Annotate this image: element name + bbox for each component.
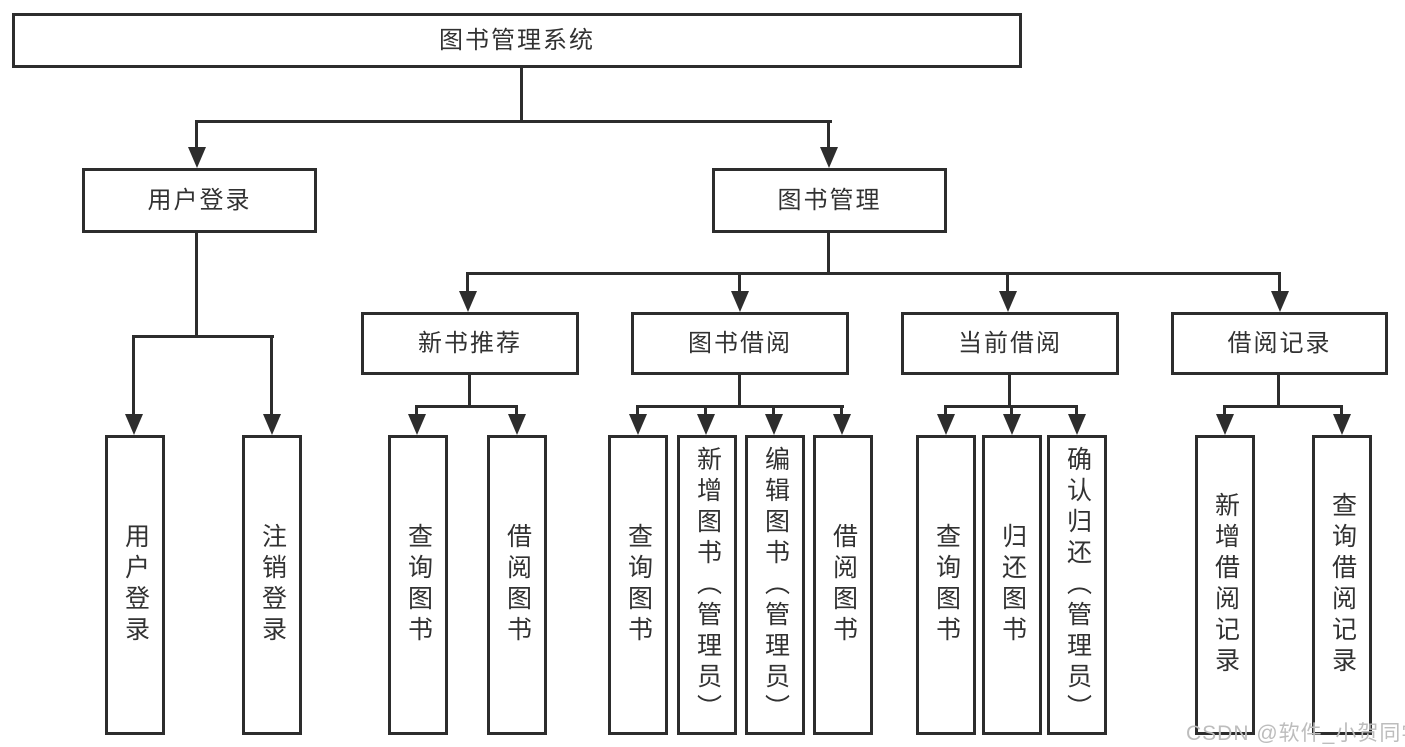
arrow-down-icon (1003, 414, 1021, 435)
connector-line (132, 335, 135, 417)
arrow-down-icon (999, 291, 1017, 312)
connector-line (738, 375, 741, 407)
node-label: 确认归还（管理员） (1063, 445, 1092, 725)
connector-line (1277, 375, 1280, 407)
node-label: 查询借阅记录 (1328, 492, 1357, 678)
arrow-down-icon (508, 414, 526, 435)
arrow-down-icon (697, 414, 715, 435)
node-label: 归还图书 (998, 523, 1027, 647)
node-label: 图书借阅 (688, 329, 792, 357)
connector-line (840, 405, 843, 419)
connector-line (1278, 272, 1281, 294)
arrow-down-icon (125, 414, 143, 435)
node-label: 注销登录 (258, 523, 287, 647)
arrow-down-icon (188, 147, 206, 168)
arrow-down-icon (731, 291, 749, 312)
connector-line (466, 272, 469, 294)
connector-line (415, 405, 418, 419)
connector-line (636, 405, 639, 419)
arrow-down-icon (765, 414, 783, 435)
connector-line (195, 233, 198, 338)
node-label: 编辑图书（管理员） (761, 445, 790, 725)
leaf-query-books: 查询图书 (916, 435, 976, 735)
node-book-management: 图书管理 (712, 168, 947, 233)
leaf-query-books: 查询图书 (608, 435, 668, 735)
node-label: 当前借阅 (958, 329, 1062, 357)
connector-line (1223, 405, 1343, 408)
arrow-down-icon (820, 147, 838, 168)
node-label: 图书管理 (777, 186, 882, 214)
leaf-return-books: 归还图书 (982, 435, 1042, 735)
connector-line (827, 120, 830, 150)
node-borrow-records: 借阅记录 (1171, 312, 1388, 375)
node-label: 查询图书 (932, 523, 961, 647)
arrow-down-icon (1333, 414, 1351, 435)
connector-line (1075, 405, 1078, 419)
node-label: 新书推荐 (418, 329, 522, 357)
connector-line (1010, 405, 1013, 419)
connector-line (467, 272, 1281, 275)
node-new-book-recommend: 新书推荐 (361, 312, 579, 375)
connector-line (195, 120, 198, 150)
node-root-library-management-system: 图书管理系统 (12, 13, 1022, 68)
arrow-down-icon (629, 414, 647, 435)
arrow-down-icon (263, 414, 281, 435)
node-label: 图书管理系统 (439, 26, 595, 54)
arrow-down-icon (937, 414, 955, 435)
leaf-logout: 注销登录 (242, 435, 302, 735)
node-label: 借阅图书 (829, 523, 858, 647)
connector-line (1340, 405, 1343, 419)
node-label: 用户登录 (147, 186, 252, 214)
connector-line (520, 68, 523, 123)
connector-line (944, 405, 947, 419)
leaf-borrow-books: 借阅图书 (487, 435, 547, 735)
arrow-down-icon (459, 291, 477, 312)
arrow-down-icon (1271, 291, 1289, 312)
leaf-edit-books-admin: 编辑图书（管理员） (745, 435, 805, 735)
leaf-user-login: 用户登录 (105, 435, 165, 735)
leaf-add-borrow-record: 新增借阅记录 (1195, 435, 1255, 735)
connector-line (1006, 272, 1009, 294)
leaf-confirm-return-admin: 确认归还（管理员） (1047, 435, 1107, 735)
connector-line (636, 405, 844, 408)
leaf-query-borrow-record: 查询借阅记录 (1312, 435, 1372, 735)
node-label: 借阅图书 (503, 523, 532, 647)
connector-line (416, 405, 518, 408)
connector-line (738, 272, 741, 294)
node-label: 新增借阅记录 (1211, 492, 1240, 678)
connector-line (1223, 405, 1226, 419)
connector-line (515, 405, 518, 419)
connector-line (196, 120, 832, 123)
node-book-borrow: 图书借阅 (631, 312, 849, 375)
arrow-down-icon (1216, 414, 1234, 435)
node-label: 用户登录 (121, 523, 150, 647)
connector-line (133, 335, 274, 338)
csdn-watermark: CSDN @软件_小贺同学 (1186, 722, 1405, 745)
node-label: 查询图书 (404, 523, 433, 647)
leaf-query-books: 查询图书 (388, 435, 448, 735)
connector-line (772, 405, 775, 419)
node-label: 新增图书（管理员） (693, 445, 722, 725)
node-label: 查询图书 (624, 523, 653, 647)
arrow-down-icon (833, 414, 851, 435)
leaf-add-books-admin: 新增图书（管理员） (677, 435, 737, 735)
leaf-borrow-books: 借阅图书 (813, 435, 873, 735)
connector-line (704, 405, 707, 419)
node-label: 借阅记录 (1227, 329, 1332, 357)
arrow-down-icon (1068, 414, 1086, 435)
node-current-borrow: 当前借阅 (901, 312, 1119, 375)
connector-line (270, 335, 273, 417)
arrow-down-icon (408, 414, 426, 435)
connector-line (468, 375, 471, 407)
node-user-login: 用户登录 (82, 168, 317, 233)
connector-line (1008, 375, 1011, 407)
connector-line (827, 233, 830, 275)
